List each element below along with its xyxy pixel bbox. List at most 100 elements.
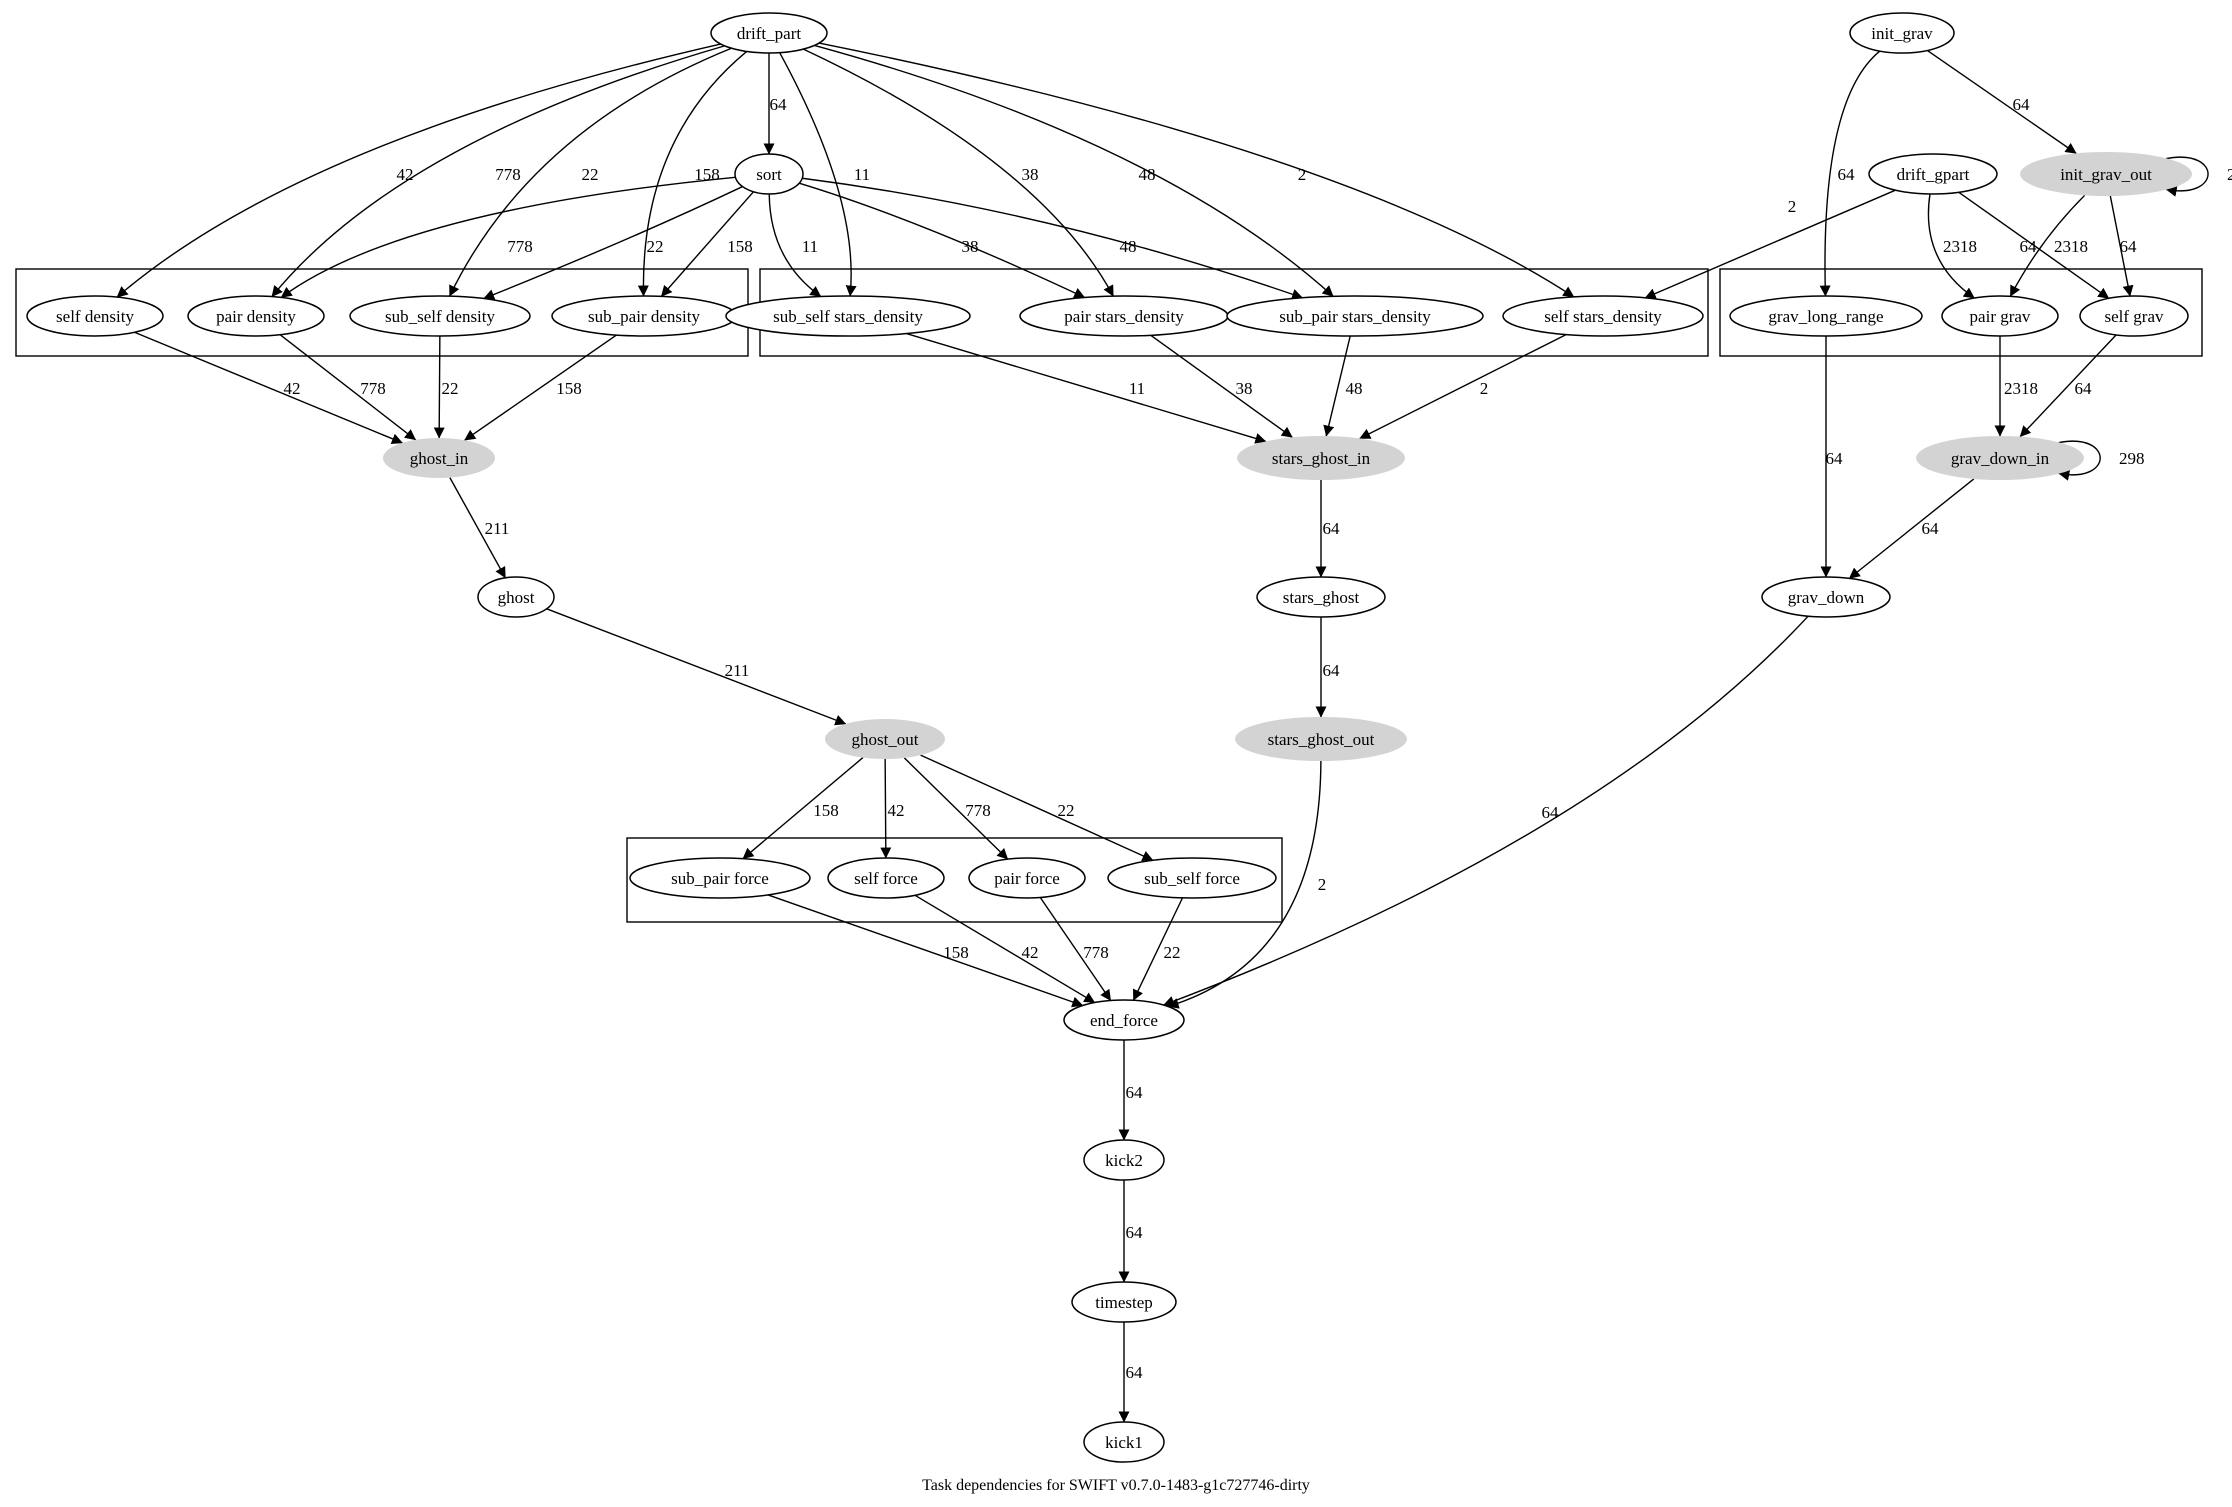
- node-label: kick2: [1105, 1151, 1143, 1170]
- edge-label: 38: [962, 237, 979, 256]
- node-sub-self-stars-density: sub_self stars_density: [725, 295, 971, 337]
- edge-label: 64: [2120, 237, 2138, 256]
- edge-pair_force-to-end_force: [1039, 897, 1112, 1001]
- edge-label: 211: [485, 519, 510, 538]
- node-label: drift_gpart: [1897, 165, 1970, 184]
- edge-label: 22: [1058, 801, 1075, 820]
- edge-drift_part-to-pair_density: [271, 45, 725, 297]
- node-drift-gpart: drift_gpart: [1868, 153, 1998, 195]
- edge-label: 11: [802, 237, 818, 256]
- node-label: sub_pair density: [588, 307, 700, 326]
- node-shape: [1941, 295, 2059, 337]
- node-label: self density: [56, 307, 134, 326]
- edge-sort-to-pair_stars_density: [798, 182, 1086, 299]
- edge-label: 64: [1922, 519, 1940, 538]
- edge-label: 2: [1318, 875, 1327, 894]
- node-shape: [1235, 717, 1407, 761]
- node-ghost-in: ghost_in: [383, 438, 495, 478]
- edge-label: 64: [2020, 237, 2038, 256]
- edge-self_density-to-ghost_in: [134, 331, 403, 444]
- node-shape: [825, 719, 945, 759]
- edge-self_stars_density-to-stars_ghost_in: [1359, 333, 1567, 440]
- node-label: kick1: [1105, 1433, 1143, 1452]
- node-label: end_force: [1090, 1011, 1158, 1030]
- edge-drift_part-to-self_density: [116, 43, 721, 298]
- node-label: self force: [854, 869, 918, 888]
- node-shape: [1083, 1139, 1165, 1181]
- node-label: ghost: [498, 588, 535, 607]
- edge-label: 48: [1139, 165, 1156, 184]
- node-sort: sort: [734, 153, 804, 195]
- node-sub-pair-density: sub_pair density: [551, 295, 737, 337]
- node-shape: [1226, 295, 1484, 337]
- node-drift-part: drift_part: [710, 12, 828, 54]
- node-label: sub_self stars_density: [773, 307, 923, 326]
- node-grav-down-in: grav_down_in: [1916, 436, 2084, 480]
- edge-label: 2: [1480, 379, 1489, 398]
- node-timestep: timestep: [1071, 1281, 1177, 1323]
- node-label: stars_ghost_out: [1268, 730, 1375, 749]
- edge-label: 42: [397, 165, 414, 184]
- edge-label: 64: [2013, 95, 2031, 114]
- edge-sub_pair_stars_density-to-stars_ghost_in: [1323, 335, 1351, 437]
- edge-grav_down_in-to-grav_down: [1848, 478, 1975, 579]
- edge-self_force-to-end_force: [914, 894, 1096, 1004]
- node-shape: [1916, 436, 2084, 480]
- edge-label: 2318: [2054, 237, 2088, 256]
- edge-self_grav-to-grav_down_in: [2019, 334, 2117, 438]
- node-ghost: ghost: [477, 576, 555, 618]
- edge-label: 64: [2075, 379, 2093, 398]
- node-sub-self-force: sub_self force: [1107, 857, 1277, 899]
- node-shape: [2079, 295, 2189, 337]
- edge-sort-to-sub_pair_stars_density: [802, 177, 1304, 300]
- node-label: grav_down_in: [1951, 449, 2050, 468]
- node-ghost-out: ghost_out: [825, 719, 945, 759]
- edge-drift_gpart-to-self_grav: [1958, 191, 2110, 299]
- node-shape: [1107, 857, 1277, 899]
- edge-ghost_out-to-self_force: [880, 758, 892, 859]
- edge-label: 158: [556, 379, 582, 398]
- edge-ghost_out-to-sub_self_force: [920, 754, 1154, 861]
- edge-pair_density-to-ghost_in: [279, 334, 417, 441]
- edge-grav_down_in-to-grav_down_in: [2058, 440, 2101, 481]
- edge-drift_part-to-sub_self_density: [448, 47, 732, 297]
- node-end-force: end_force: [1063, 999, 1185, 1041]
- edge-label: 22: [582, 165, 599, 184]
- edge-label: 64: [1126, 1223, 1144, 1242]
- node-init-grav: init_grav: [1849, 12, 1955, 54]
- edge-label: 158: [813, 801, 839, 820]
- node-label: self stars_density: [1544, 307, 1662, 326]
- node-shape: [1083, 1421, 1165, 1463]
- node-shape: [629, 857, 811, 899]
- node-shape: [1868, 153, 1998, 195]
- node-label: pair density: [216, 307, 296, 326]
- node-label: init_grav_out: [2060, 165, 2152, 184]
- edge-pair_stars_density-to-stars_ghost_in: [1150, 334, 1293, 438]
- edge-label: 778: [1083, 943, 1109, 962]
- node-shape: [827, 857, 945, 899]
- edge-label: 64: [770, 95, 788, 114]
- node-shape: [725, 295, 971, 337]
- node-init-grav-out: init_grav_out: [2020, 152, 2192, 196]
- edge-label: 158: [727, 237, 753, 256]
- edge-label: 48: [1120, 237, 1137, 256]
- node-shape: [1761, 576, 1891, 618]
- node-shape: [1502, 295, 1704, 337]
- edge-label: 778: [360, 379, 386, 398]
- node-label: grav_down: [1788, 588, 1865, 607]
- edge-label: 64: [1126, 1363, 1144, 1382]
- node-self-stars-density: self stars_density: [1502, 295, 1704, 337]
- node-label: stars_ghost_in: [1272, 449, 1371, 468]
- node-shape: [968, 857, 1086, 899]
- edge-label: 48: [1346, 379, 1363, 398]
- edge-ghost_out-to-pair_force: [903, 757, 1009, 860]
- edge-label: 298: [2119, 449, 2145, 468]
- node-label: ghost_out: [851, 730, 918, 749]
- node-shape: [734, 153, 804, 195]
- node-label: init_grav: [1871, 24, 1933, 43]
- edge-label: 64: [1126, 1083, 1144, 1102]
- node-shape: [1063, 999, 1185, 1041]
- edge-label: 64: [1826, 449, 1844, 468]
